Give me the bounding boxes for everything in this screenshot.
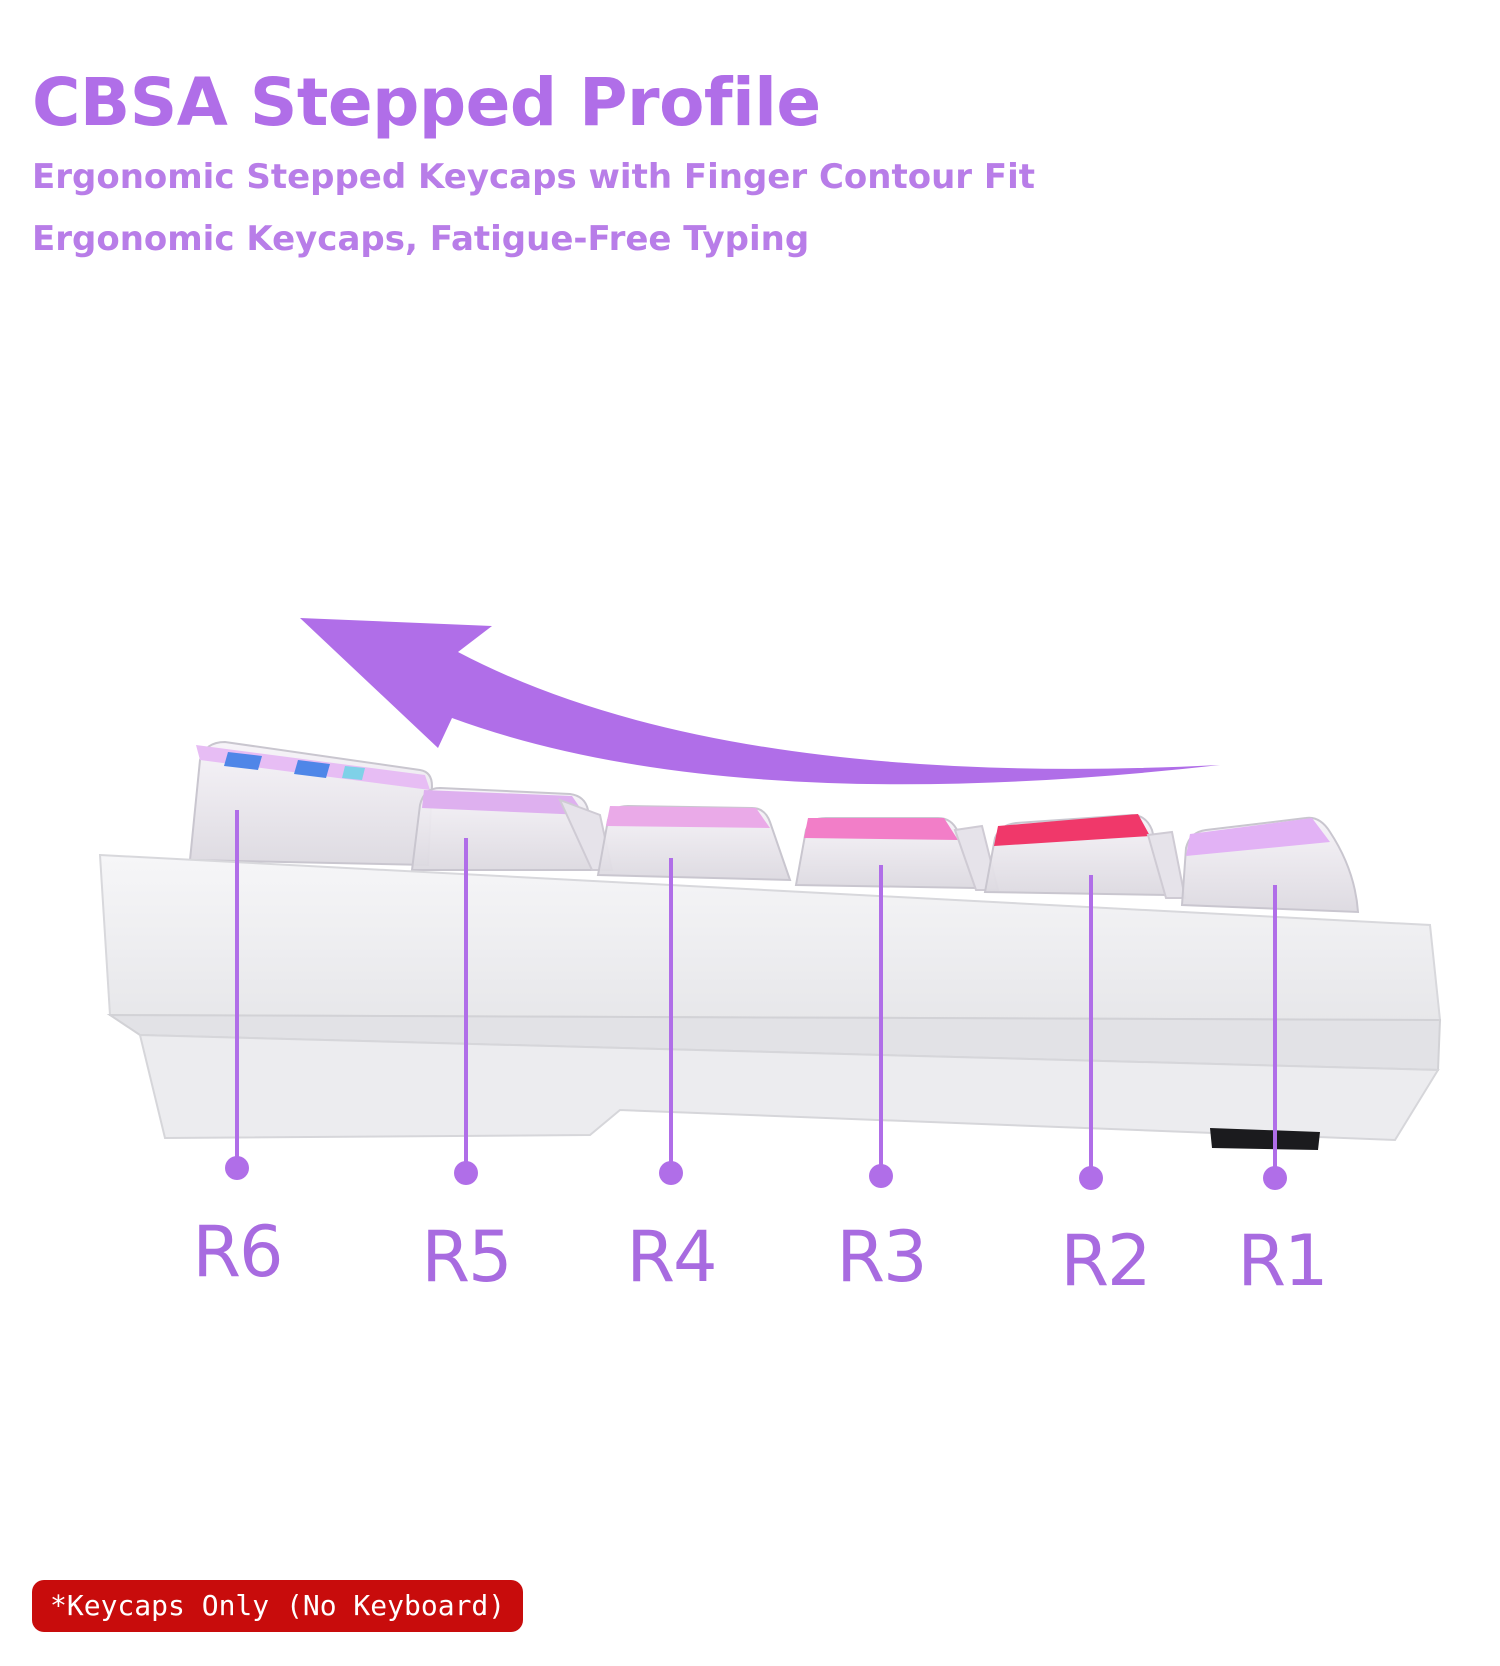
callout-dot [1079,1166,1103,1190]
callout-dot [225,1156,249,1180]
keycap-r2 [983,813,1187,899]
keycap-r5 [410,786,614,871]
callout-dot [659,1161,683,1185]
row-label-r3: R3 [836,1216,925,1298]
subtitle-line: Ergonomic Stepped Keycaps with Finger Co… [32,157,1036,197]
keycap-top [994,814,1150,846]
row-label-r5: R5 [421,1216,510,1298]
keycap-r6 [188,740,434,867]
row-label-r4: R4 [626,1216,715,1298]
keycap-r3 [794,817,1000,891]
keycap-r1 [1180,816,1360,914]
keycap-r4 [596,804,792,882]
keycap-top [804,818,958,840]
row-labels: R6 R5 R4 R3 R2 R1 [192,1211,1328,1302]
subtitle-line: Ergonomic Keycaps, Fatigue-Free Typing [32,219,810,259]
case-foot [1210,1128,1320,1150]
keycaps-only-disclaimer-badge: *Keycaps Only (No Keyboard) [32,1580,524,1632]
keycap-top [1186,818,1330,856]
callout-dot [869,1164,893,1188]
keycap-row-group [188,740,1360,914]
row-callouts [225,810,1287,1190]
page-title: CBSA Stepped Profile [32,64,821,141]
row-label-r6: R6 [192,1211,281,1293]
curved-arrow-left-icon [300,618,1220,785]
keycap-accent [224,752,262,770]
row-label-r2: R2 [1060,1220,1149,1302]
row-label-r1: R1 [1237,1220,1326,1302]
keycap-top [422,790,585,815]
keycap-top [606,806,770,828]
callout-dot [454,1161,478,1185]
callout-dot [1263,1166,1287,1190]
